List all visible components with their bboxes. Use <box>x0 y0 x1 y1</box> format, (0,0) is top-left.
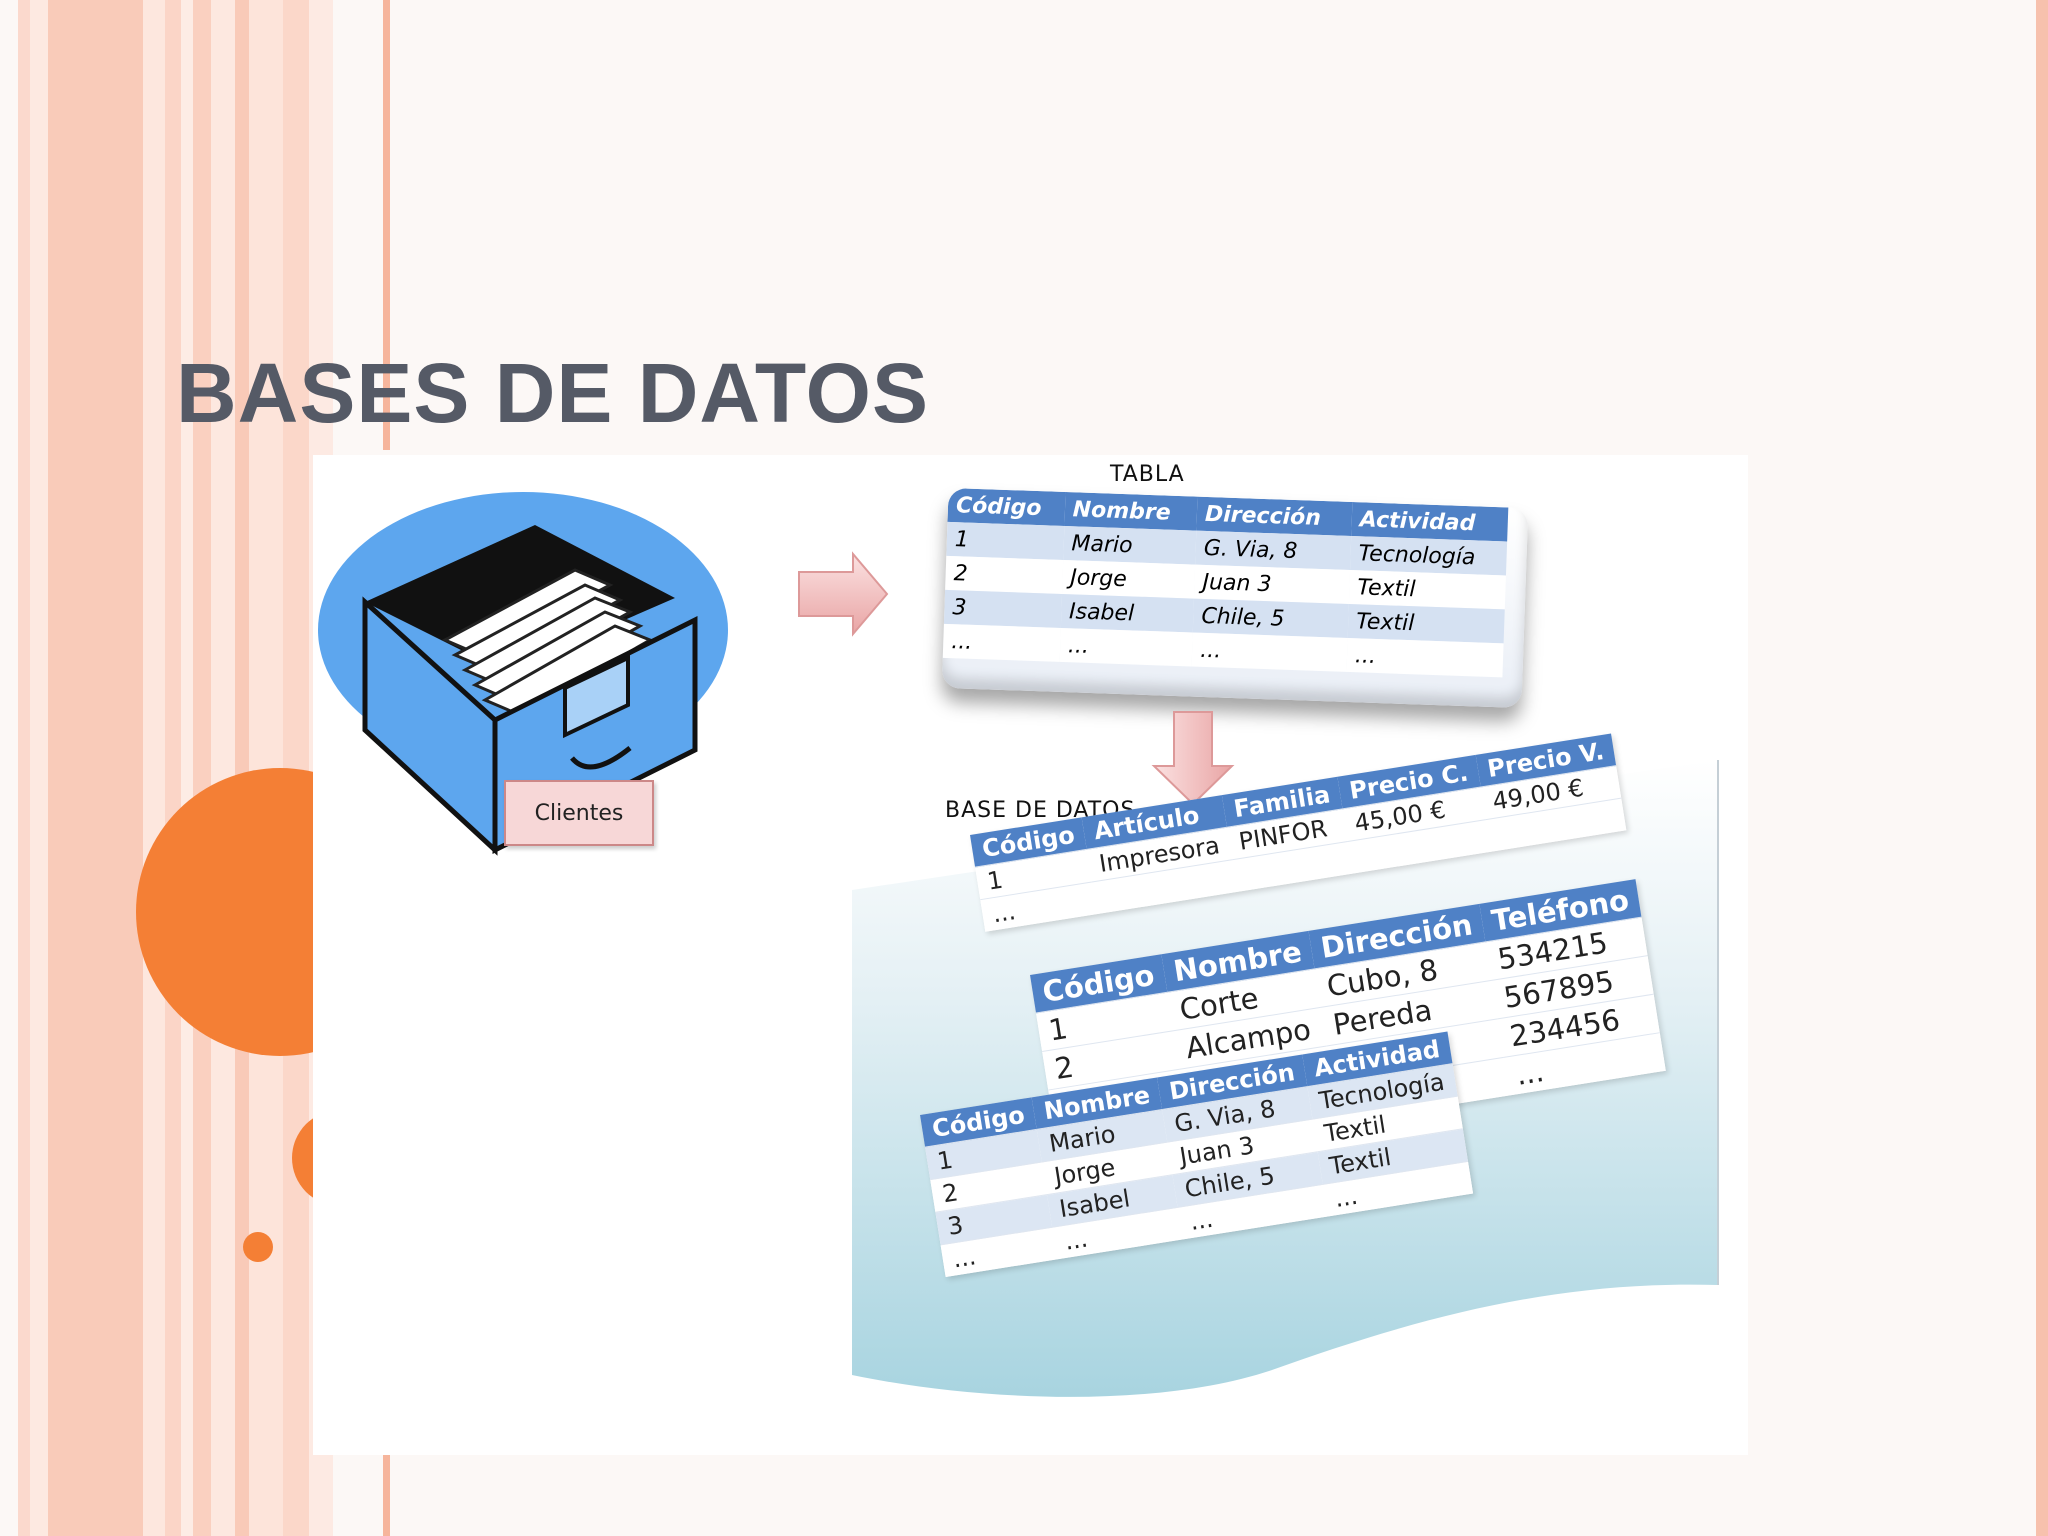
table-cell: Jorge <box>1061 559 1196 599</box>
large-orange-circle <box>136 768 320 1056</box>
table-cell: Textil <box>1348 569 1506 610</box>
table-cell: ... <box>1191 632 1348 672</box>
slide-title: BASES DE DATOS <box>176 346 930 440</box>
left-stripe-band <box>193 0 211 1536</box>
table-cell: Textil <box>1347 603 1505 644</box>
table-cell: ... <box>942 623 1061 662</box>
cabinet-label-slot <box>563 654 630 739</box>
table-cell: G. Via, 8 <box>1195 530 1352 570</box>
small-orange-dot <box>243 1232 273 1262</box>
left-stripe-band <box>143 0 165 1536</box>
table-cell: ... <box>1059 627 1193 667</box>
column-header: Código <box>947 487 1066 526</box>
tabla-label: TABLA <box>1110 462 1185 487</box>
left-stripe-band <box>48 0 143 1536</box>
column-header: Dirección <box>1196 496 1353 537</box>
left-stripe-band <box>18 0 30 1536</box>
left-stripe-band <box>283 0 309 1536</box>
table-cell: Mario <box>1062 525 1197 565</box>
left-stripe-band <box>249 0 283 1536</box>
table-cell: Tecnología <box>1350 536 1508 576</box>
table-cell: 1 <box>946 521 1065 560</box>
table-cell: Chile, 5 <box>1192 598 1349 638</box>
cabinet-label: Clientes <box>504 780 654 846</box>
left-stripe-band <box>181 0 193 1536</box>
left-stripe-band <box>235 0 249 1536</box>
tabla-table: Código Nombre Dirección Actividad 1 Mari… <box>942 487 1509 678</box>
left-stripe-band <box>211 0 235 1536</box>
table-cell: ... <box>1346 637 1504 678</box>
table-cell: 3 <box>943 589 1062 628</box>
left-stripe-thin <box>383 0 390 450</box>
decorative-circles <box>136 768 320 1262</box>
right-edge-stripe <box>2036 0 2048 1536</box>
left-stripe-band <box>30 0 48 1536</box>
left-stripe-band <box>165 0 181 1536</box>
left-stripe-thin <box>383 1430 390 1536</box>
table-cell: Isabel <box>1060 593 1195 633</box>
tabla-card: Código Nombre Dirección Actividad 1 Mari… <box>941 487 1529 709</box>
column-header: Actividad <box>1351 502 1509 542</box>
tabla-card-body: Código Nombre Dirección Actividad 1 Mari… <box>941 487 1529 709</box>
file-folders <box>441 568 654 717</box>
arrow-right-icon <box>798 551 889 637</box>
arrow-down-icon <box>1151 711 1235 806</box>
table-cell: Juan 3 <box>1194 564 1351 604</box>
cabinet-label-text: Clientes <box>534 800 624 826</box>
cabinet-handle <box>570 746 632 770</box>
table-cell: 2 <box>945 555 1063 594</box>
column-header: Nombre <box>1064 492 1198 531</box>
